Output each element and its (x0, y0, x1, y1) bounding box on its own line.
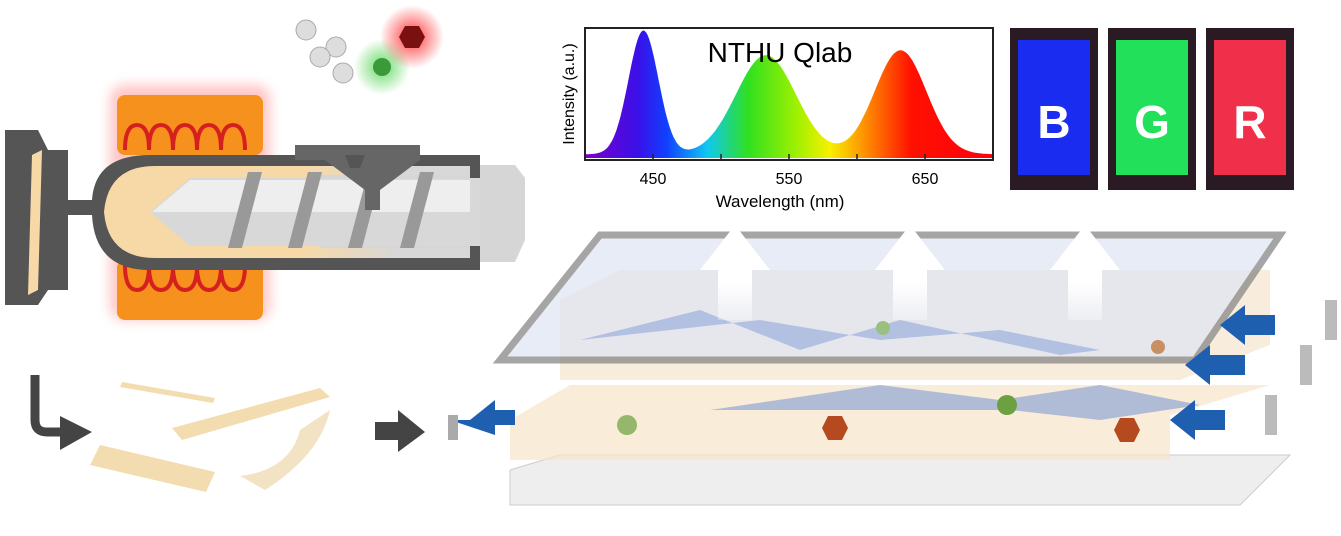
phone-r: R (1206, 28, 1294, 190)
x-tick-label: 450 (640, 171, 667, 188)
film-flakes (30, 375, 425, 492)
pellets (295, 5, 444, 95)
phone-b: B (1010, 28, 1098, 190)
x-tick-label: 650 (912, 171, 939, 188)
chart-title: NTHU Qlab (708, 37, 853, 68)
y-axis-label: Intensity (a.u.) (561, 43, 578, 144)
phone-displays: B G R (1010, 28, 1294, 190)
x-tick-label: 550 (776, 171, 803, 188)
spectrum-chart: 450 550 650 NTHU Qlab Wavelength (nm) Inte… (561, 27, 994, 211)
phone-letter: G (1134, 96, 1170, 148)
phone-g: G (1108, 28, 1196, 190)
phone-letter: R (1233, 96, 1266, 148)
phone-letter: B (1037, 96, 1070, 148)
emission-arrows (700, 225, 1120, 320)
spectrum-area (585, 30, 993, 158)
light-guide-stack (448, 225, 1337, 506)
injection-molding-machine (5, 5, 525, 320)
x-axis-label: Wavelength (nm) (716, 192, 845, 211)
